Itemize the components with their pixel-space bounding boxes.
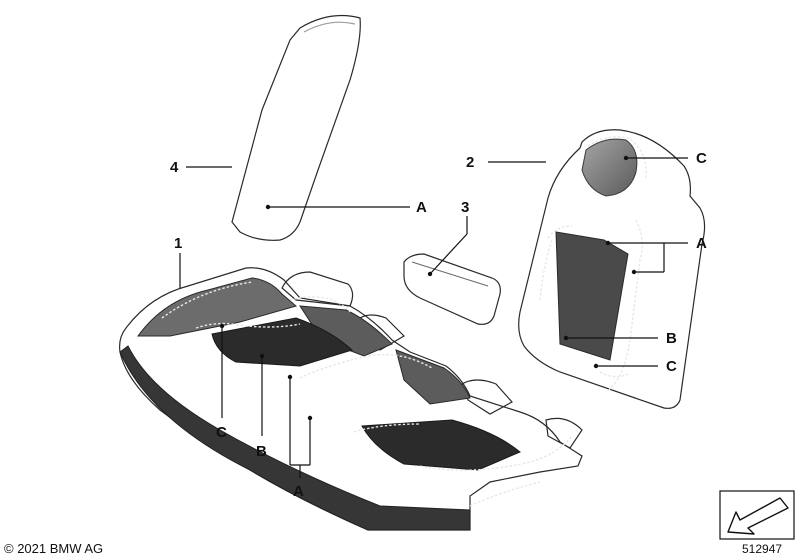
- callout-ref-b-bench: B: [256, 443, 267, 460]
- armrest-pad-part-3: [403, 253, 501, 325]
- callout-part-4: 4: [170, 159, 179, 176]
- callout-ref-c-headrest: C: [696, 150, 707, 167]
- callout-ref-a-panel: A: [416, 199, 427, 216]
- callout-ref-c-back: C: [666, 358, 677, 375]
- callout-ref-c-bench: C: [216, 424, 227, 441]
- callout-part-2: 2: [466, 154, 474, 171]
- callout-part-1: 1: [174, 235, 182, 252]
- seat-back-cover-part-2: [518, 129, 706, 409]
- diagram-number: 512947: [742, 542, 782, 556]
- callout-ref-b-back: B: [666, 330, 677, 347]
- callout-part-3: 3: [461, 199, 469, 216]
- callout-ref-a-bench: A: [293, 483, 304, 500]
- callout-ref-a-back: A: [696, 235, 707, 252]
- copyright-text: © 2021 BMW AG: [4, 541, 103, 556]
- view-direction-icon: [719, 490, 795, 540]
- bench-seat-cover-part-1: [119, 267, 583, 531]
- side-panel-part-4: [231, 14, 361, 241]
